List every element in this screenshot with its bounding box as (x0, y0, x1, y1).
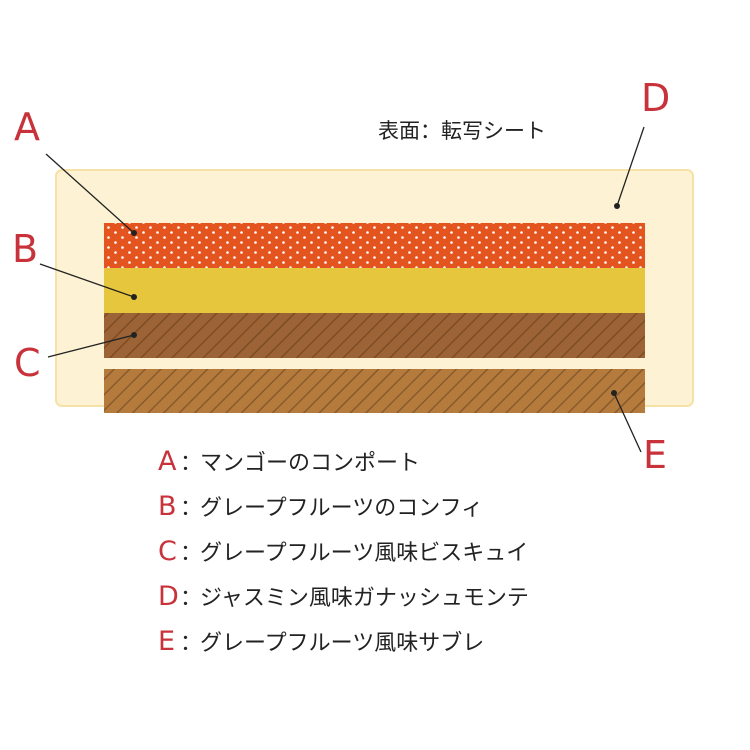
legend-text-d: ジャスミン風味ガナッシュモンテ (200, 586, 529, 611)
callout-d: D (641, 76, 670, 120)
legend-item-e: E：グレープフルーツ風味サブレ (158, 624, 529, 669)
leader-dot-b (131, 294, 137, 300)
leader-line-e (613, 392, 642, 453)
legend-key-d: D (158, 581, 179, 612)
leader-dot-e (611, 390, 617, 396)
legend-separator: ： (180, 496, 203, 521)
legend-separator: ： (180, 451, 203, 476)
layer-a-dot-texture (104, 223, 645, 268)
leader-dot-c (131, 332, 137, 338)
legend-item-b: B：グレープフルーツのコンフィ (158, 489, 529, 534)
legend-text-e: グレープフルーツ風味サブレ (200, 631, 485, 656)
legend-item-d: D：ジャスミン風味ガナッシュモンテ (158, 579, 529, 624)
callout-a: A (14, 105, 40, 149)
legend-text-b: グレープフルーツのコンフィ (200, 496, 484, 521)
layer-b-grapefruit-confit (104, 268, 645, 313)
leader-line-b (39, 263, 135, 298)
legend-text-a: マンゴーのコンポート (200, 451, 421, 476)
leader-dot-a (131, 230, 137, 236)
legend-item-c: C：グレープフルーツ風味ビスキュイ (158, 534, 529, 579)
callout-e: E (643, 433, 667, 477)
leader-line-c (47, 334, 135, 358)
legend-key-a: A (158, 446, 177, 477)
legend-key-e: E (158, 626, 176, 657)
legend-separator: ： (180, 586, 203, 611)
layer-c-hatch-texture (104, 313, 645, 358)
callout-b: B (12, 227, 38, 271)
leader-dot-d (614, 203, 620, 209)
leader-line-d (616, 126, 645, 207)
legend-key-b: B (158, 491, 177, 522)
legend-text-c: グレープフルーツ風味ビスキュイ (200, 541, 529, 566)
layer-e-hatch-texture (104, 369, 645, 413)
surface-transfer-sheet-note: 表面：転写シート (378, 119, 546, 143)
legend-separator: ： (180, 541, 203, 566)
legend-item-a: A：マンゴーのコンポート (158, 444, 529, 489)
layer-legend: A：マンゴーのコンポート B：グレープフルーツのコンフィ C：グレープフルーツ風… (158, 444, 529, 669)
leader-line-a (45, 153, 135, 234)
legend-separator: ： (180, 631, 203, 656)
callout-c: C (14, 341, 41, 385)
legend-key-c: C (158, 536, 177, 567)
